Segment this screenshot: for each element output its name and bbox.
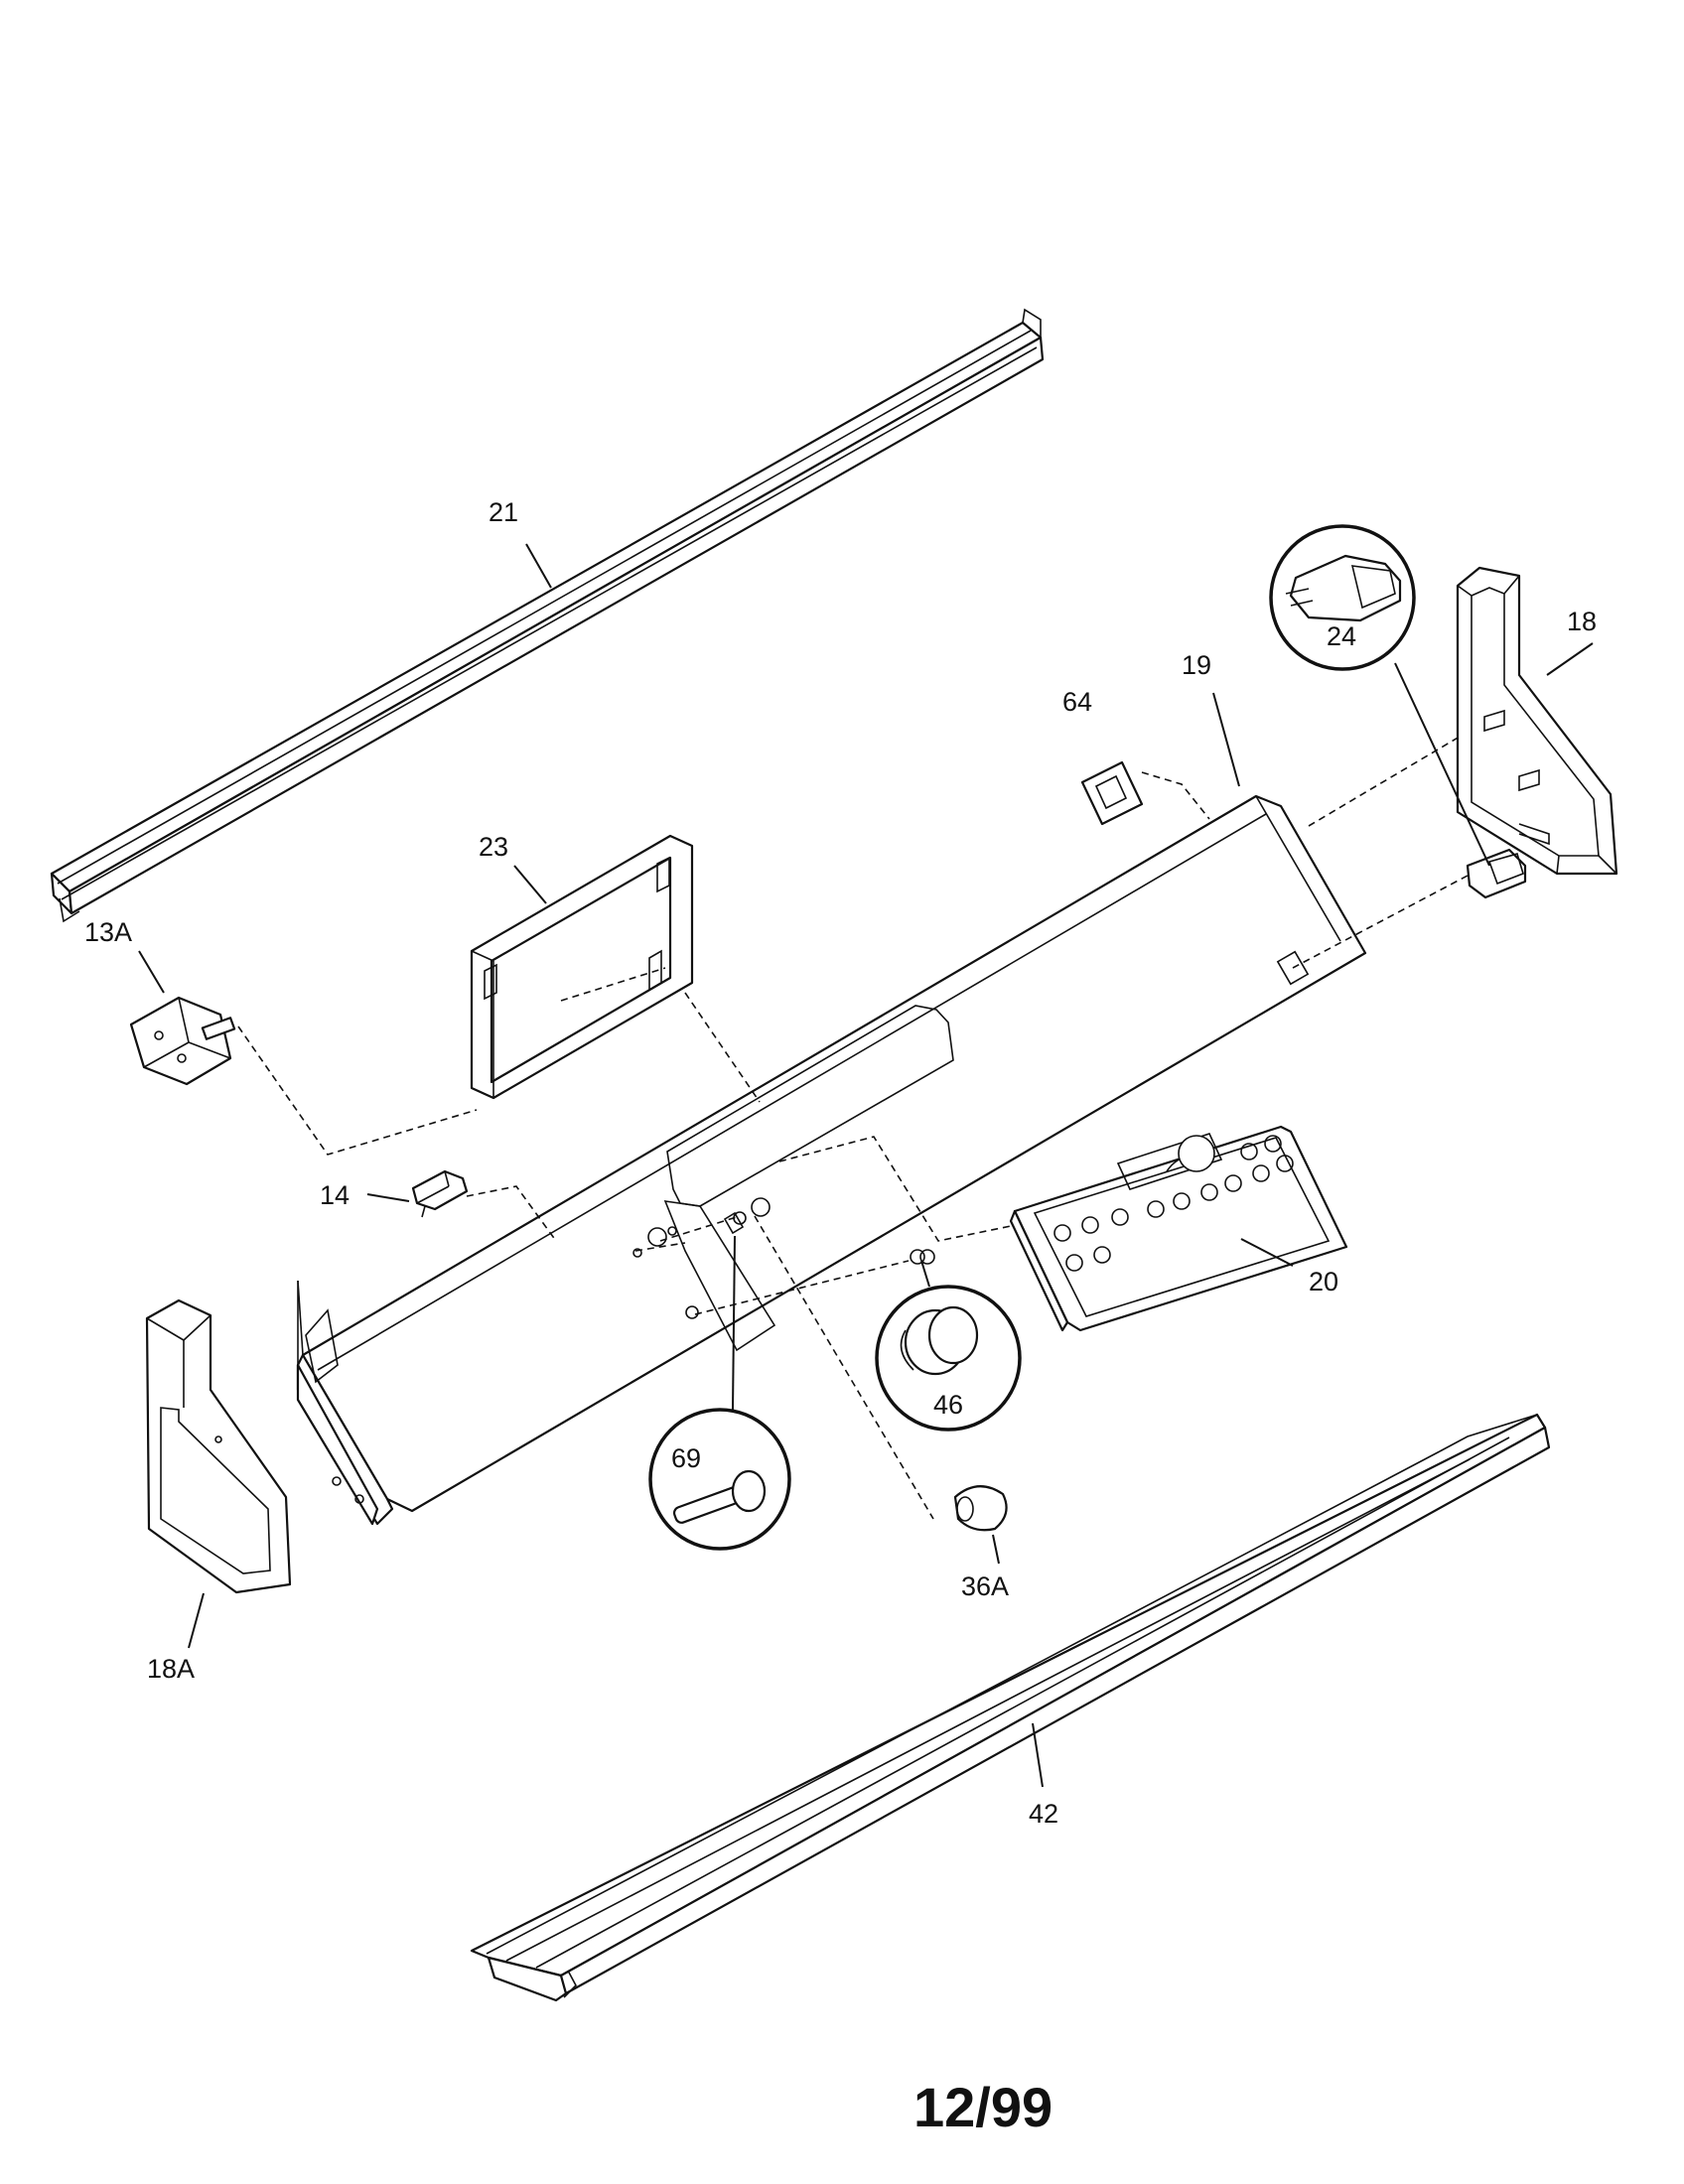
part-19-control-panel [296,794,1367,1526]
label-64: 64 [1062,687,1092,717]
callout-46 [875,1249,1022,1432]
label-18A: 18A [147,1654,195,1684]
label-24: 24 [1327,621,1356,651]
part-42-bottom-trim-rail [470,1413,1551,2002]
part-18A-left-end-cap [145,1298,292,1594]
part-36A-knob [953,1485,1008,1532]
callout-24 [1269,524,1490,867]
part-20-control-board [1009,1125,1348,1332]
part-labels: 21 24 18 19 64 23 13A 14 20 46 69 36A 18… [84,497,1597,1829]
part-64-badge [1080,760,1144,826]
label-46: 46 [933,1390,963,1420]
label-36A: 36A [961,1571,1009,1601]
label-69: 69 [671,1443,701,1473]
label-20: 20 [1309,1267,1338,1297]
part-14-switch [411,1169,469,1218]
assembly-dashed-lines [237,736,1469,1520]
footer-date-code: 12/99 [913,2076,1052,2138]
callout-69 [648,1235,791,1551]
part-21-top-trim-rail [50,308,1045,923]
part-23-bracket-frame [470,834,694,1100]
label-23: 23 [479,832,508,862]
label-42: 42 [1029,1799,1058,1829]
part-13A-switch [129,996,236,1086]
part-18-right-end-cap [1456,566,1618,876]
label-13A: 13A [84,917,132,947]
label-21: 21 [489,497,518,527]
label-14: 14 [320,1180,350,1210]
leader-lines [138,543,1594,1788]
label-18: 18 [1567,607,1597,636]
part-24-switch [1466,848,1527,899]
label-19: 19 [1182,650,1211,680]
